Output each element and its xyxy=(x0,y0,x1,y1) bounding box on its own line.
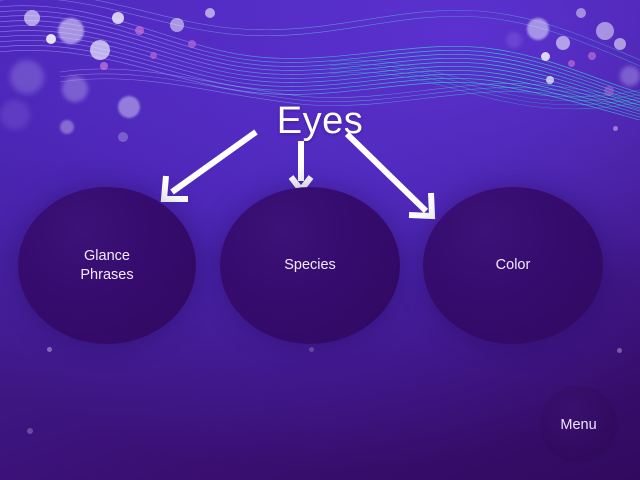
bubble-label-line-1: Color xyxy=(495,257,531,273)
bubble-color[interactable]: Color xyxy=(423,187,603,344)
menu-button-label: Menu xyxy=(560,416,597,433)
bubble-species[interactable]: Species xyxy=(220,187,400,344)
bubble-color-label: Color xyxy=(496,256,531,275)
slide-title: Eyes xyxy=(276,100,364,142)
bubble-glance-phrases[interactable]: Glance Phrases xyxy=(18,187,196,344)
arrowhead-left-icon xyxy=(160,175,188,202)
bubble-label-line-2: Phrases xyxy=(80,266,134,283)
bubble-label-line-1: Species xyxy=(284,257,336,273)
arrowhead-right-icon xyxy=(408,192,436,220)
menu-button[interactable]: Menu xyxy=(540,386,617,463)
bubble-glance-phrases-label: Glance Phrases xyxy=(80,247,133,285)
bubble-species-label: Species xyxy=(284,256,336,275)
bubble-label-line-1: Glance xyxy=(84,247,130,264)
